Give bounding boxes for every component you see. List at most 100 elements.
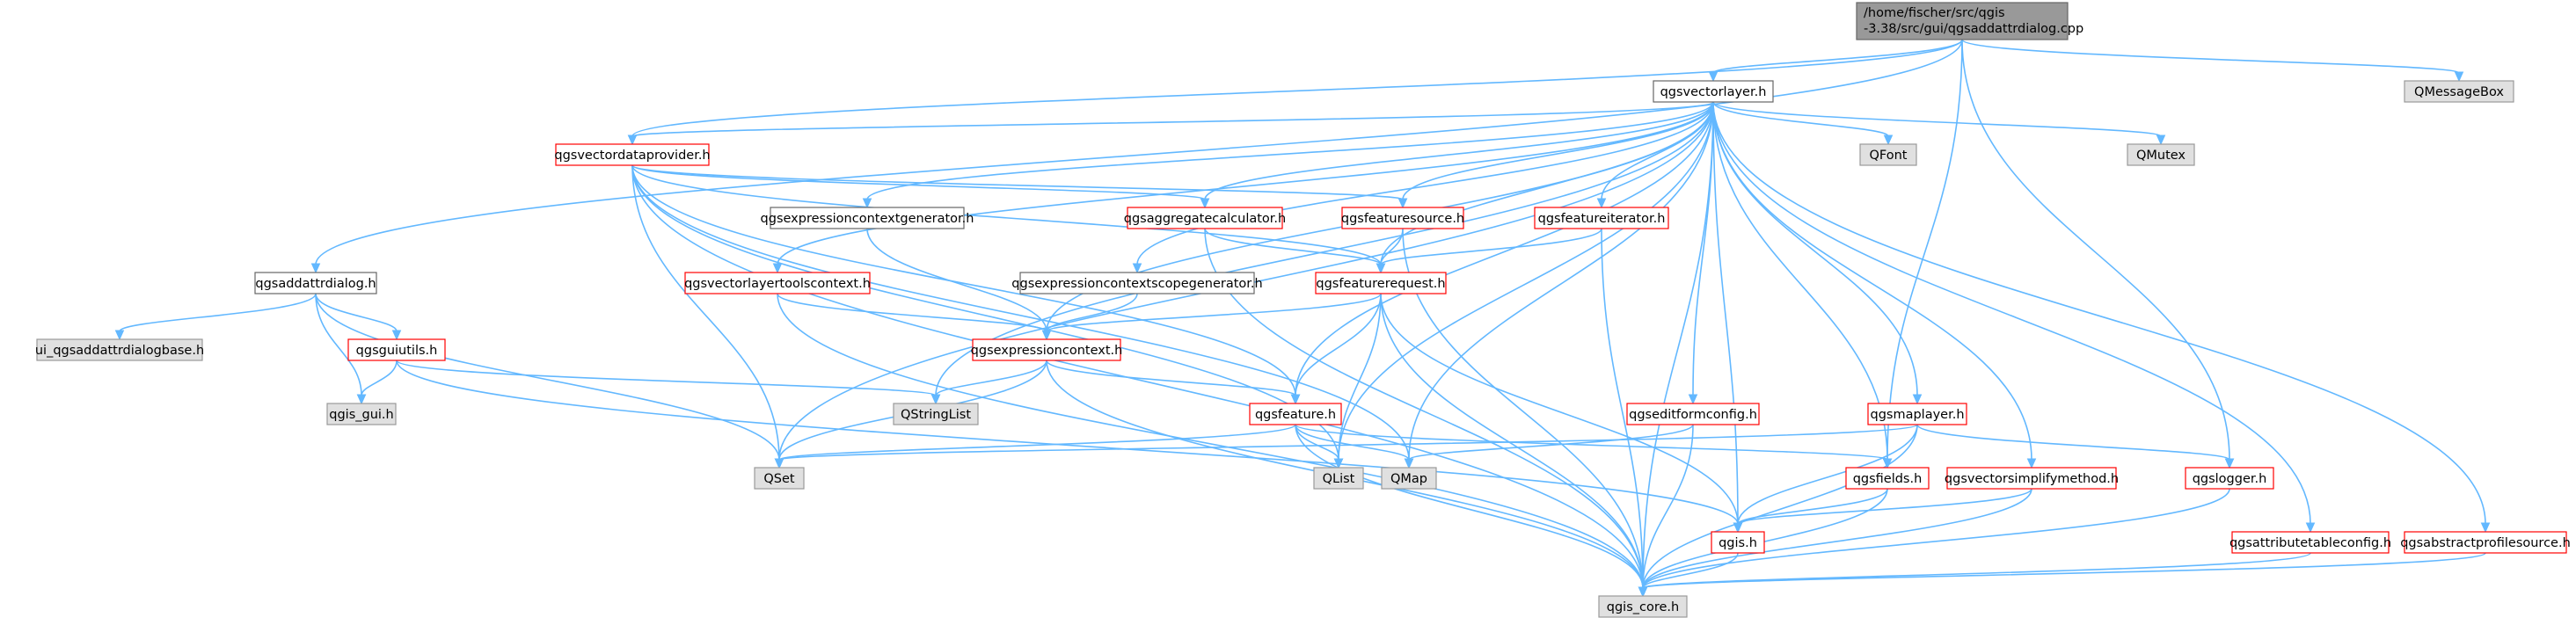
node-box-logger[interactable] bbox=[2185, 467, 2274, 490]
node-box-editformconfig[interactable] bbox=[1626, 403, 1760, 425]
node-label-qmap: QMap bbox=[1390, 472, 1427, 486]
edge-fields-to-qgiscore bbox=[1642, 488, 1888, 589]
node-maplayer[interactable]: qgsmaplayer.h bbox=[1867, 403, 1967, 425]
node-label-vectordataprovider: qgsvectordataprovider.h bbox=[554, 149, 710, 163]
node-box-qgiscore[interactable] bbox=[1598, 595, 1688, 618]
edge-featurerequest-to-feature bbox=[1295, 293, 1382, 396]
node-qgisgui[interactable]: qgis_gui.h bbox=[326, 403, 397, 425]
node-guiutils[interactable]: qgsguiutils.h bbox=[347, 338, 446, 361]
edge-arrowhead-featureiterator-to-featurerequest bbox=[1376, 263, 1386, 274]
node-featureiterator[interactable]: qgsfeatureiterator.h bbox=[1534, 207, 1669, 229]
edge-exprctx-to-feature bbox=[1046, 360, 1296, 396]
node-box-qstringlist[interactable] bbox=[893, 403, 979, 425]
node-qlist[interactable]: QList bbox=[1313, 467, 1364, 490]
node-box-maplayer[interactable] bbox=[1867, 403, 1967, 425]
node-uibase[interactable]: ui_qgsaddattrdialogbase.h bbox=[35, 338, 204, 361]
node-box-qfont[interactable] bbox=[1859, 143, 1917, 166]
edge-vltoolsctx-to-qgiscore bbox=[777, 293, 1644, 589]
node-root[interactable]: /home/fischer/src/qgis-3.38/src/gui/qgsa… bbox=[1856, 2, 2083, 40]
node-box-vectorlayer[interactable] bbox=[1653, 80, 1774, 103]
node-box-featuresource[interactable] bbox=[1341, 207, 1464, 229]
node-qmessagebox[interactable]: QMessageBox bbox=[2404, 80, 2514, 103]
node-box-qmessagebox[interactable] bbox=[2404, 80, 2514, 103]
edge-arrowhead-vectorlayer-to-simplifymethod bbox=[2026, 458, 2037, 469]
edge-root-to-vectordataprovider bbox=[631, 39, 1963, 137]
edge-vectorlayer-to-qlist bbox=[1338, 101, 1714, 461]
node-attrtableconfig[interactable]: qgsattributetableconfig.h bbox=[2229, 531, 2391, 554]
node-box-addattrdialog[interactable] bbox=[254, 272, 377, 294]
edge-editformconfig-to-qmap bbox=[1408, 424, 1694, 461]
node-addattrdialog[interactable]: qgsaddattrdialog.h bbox=[254, 272, 377, 294]
node-qgiscore[interactable]: qgis_core.h bbox=[1598, 595, 1688, 618]
node-box-fields[interactable] bbox=[1845, 467, 1930, 490]
edge-arrowhead-vectordataprovider-to-aggregatecalc bbox=[1200, 198, 1210, 209]
node-box-qmap[interactable] bbox=[1381, 467, 1437, 490]
node-featuresource[interactable]: qgsfeaturesource.h bbox=[1341, 207, 1464, 229]
edge-arrowhead-simplifymethod-to-qgis bbox=[1733, 522, 1743, 534]
node-qgis[interactable]: qgis.h bbox=[1711, 531, 1765, 554]
edge-vectorlayer-to-aggregatecalc bbox=[1204, 101, 1714, 200]
node-exprctxgen[interactable]: qgsexpressioncontextgenerator.h bbox=[761, 207, 974, 229]
node-box-uibase[interactable] bbox=[36, 338, 203, 361]
node-box-qgis[interactable] bbox=[1711, 531, 1765, 554]
node-label-exprctxscopegen: qgsexpressioncontextscopegenerator.h bbox=[1011, 277, 1262, 291]
edge-arrowhead-vectorlayer-to-abstractprofilesource bbox=[2480, 522, 2491, 534]
node-editformconfig[interactable]: qgseditformconfig.h bbox=[1626, 403, 1760, 425]
node-box-exprctxgen[interactable] bbox=[770, 207, 965, 229]
node-box-exprctxscopegen[interactable] bbox=[1019, 272, 1255, 294]
edge-guiutils-to-qgisgui bbox=[361, 360, 398, 396]
node-box-attrtableconfig[interactable] bbox=[2231, 531, 2390, 554]
node-box-abstractprofilesource[interactable] bbox=[2404, 531, 2567, 554]
node-label-feature: qgsfeature.h bbox=[1255, 408, 1336, 422]
edge-arrowhead-vectorlayer-to-qmutex bbox=[2156, 134, 2166, 146]
node-fields[interactable]: qgsfields.h bbox=[1845, 467, 1930, 490]
node-feature[interactable]: qgsfeature.h bbox=[1249, 403, 1342, 425]
node-exprctx[interactable]: qgsexpressioncontext.h bbox=[971, 338, 1123, 361]
node-qmutex[interactable]: QMutex bbox=[2127, 143, 2195, 166]
node-qset[interactable]: QSet bbox=[754, 467, 805, 490]
node-box-exprctx[interactable] bbox=[972, 338, 1121, 361]
node-box-simplifymethod[interactable] bbox=[1946, 467, 2117, 490]
edge-arrowhead-abstractprofilesource-to-qgiscore bbox=[1638, 586, 1648, 598]
node-box-guiutils[interactable] bbox=[347, 338, 446, 361]
node-exprctxscopegen[interactable]: qgsexpressioncontextscopegenerator.h bbox=[1011, 272, 1263, 294]
edge-root-to-logger bbox=[1961, 39, 2230, 461]
edge-aggregatecalc-to-featurerequest bbox=[1204, 228, 1382, 265]
node-vltoolsctx[interactable]: qgsvectorlayertoolscontext.h bbox=[684, 272, 871, 294]
node-box-qset[interactable] bbox=[754, 467, 805, 490]
node-aggregatecalc[interactable]: qgsaggregatecalculator.h bbox=[1124, 207, 1286, 229]
edge-vectordataprovider-to-featuresource bbox=[631, 164, 1404, 200]
node-label-attrtableconfig: qgsattributetableconfig.h bbox=[2229, 536, 2391, 550]
edge-addattrdialog-to-guiutils bbox=[315, 293, 398, 332]
edge-arrowhead-exprctx-to-feature bbox=[1290, 394, 1301, 405]
node-label-fields: qgsfields.h bbox=[1853, 472, 1923, 486]
edge-root-to-qmessagebox bbox=[1961, 39, 2460, 74]
node-box-aggregatecalc[interactable] bbox=[1127, 207, 1283, 229]
edge-arrowhead-vectorlayer-to-exprctxscopegen bbox=[1132, 263, 1142, 274]
node-qfont[interactable]: QFont bbox=[1859, 143, 1917, 166]
edge-fields-to-qgis bbox=[1737, 488, 1888, 525]
node-vectorlayer[interactable]: qgsvectorlayer.h bbox=[1653, 80, 1774, 103]
edge-vectordataprovider-to-aggregatecalc bbox=[631, 164, 1206, 200]
node-box-featurerequest[interactable] bbox=[1315, 272, 1447, 294]
edge-arrowhead-feature-to-qlist bbox=[1333, 458, 1344, 469]
node-featurerequest[interactable]: qgsfeaturerequest.h bbox=[1315, 272, 1447, 294]
node-box-root[interactable] bbox=[1856, 2, 2069, 40]
node-box-qmutex[interactable] bbox=[2127, 143, 2195, 166]
node-box-qlist[interactable] bbox=[1313, 467, 1364, 490]
node-box-qgisgui[interactable] bbox=[326, 403, 397, 425]
node-abstractprofilesource[interactable]: qgsabstractprofilesource.h bbox=[2400, 531, 2571, 554]
node-box-vectordataprovider[interactable] bbox=[555, 143, 710, 166]
node-logger[interactable]: qgslogger.h bbox=[2185, 467, 2274, 490]
node-label-uibase: ui_qgsaddattrdialogbase.h bbox=[35, 344, 204, 358]
node-label-exprctx: qgsexpressioncontext.h bbox=[971, 344, 1123, 358]
node-qmap[interactable]: QMap bbox=[1381, 467, 1437, 490]
node-simplifymethod[interactable]: qgsvectorsimplifymethod.h bbox=[1945, 467, 2119, 490]
node-box-vltoolsctx[interactable] bbox=[684, 272, 871, 294]
node-qstringlist[interactable]: QStringList bbox=[893, 403, 979, 425]
edge-featureiterator-to-qgiscore bbox=[1601, 228, 1644, 589]
node-box-featureiterator[interactable] bbox=[1534, 207, 1669, 229]
edge-arrowhead-vectordataprovider-to-featuresource bbox=[1397, 198, 1408, 209]
node-vectordataprovider[interactable]: qgsvectordataprovider.h bbox=[554, 143, 711, 166]
node-box-feature[interactable] bbox=[1249, 403, 1342, 425]
